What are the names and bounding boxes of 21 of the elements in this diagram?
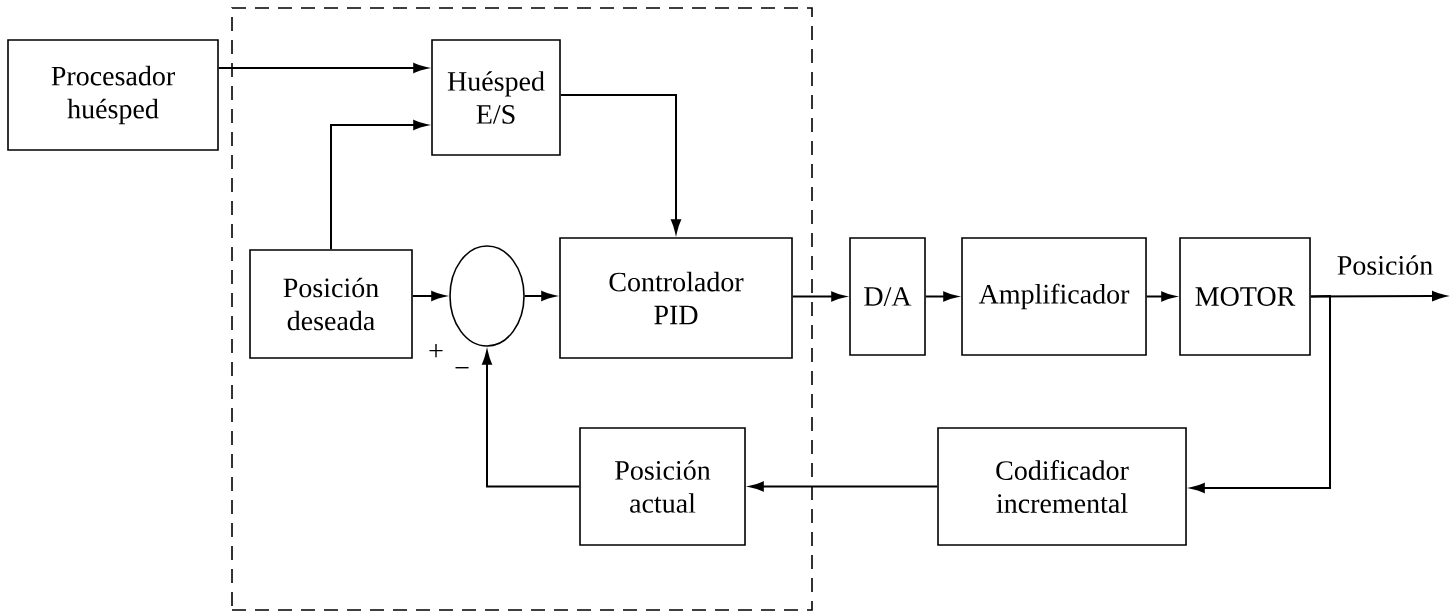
process-box: D/A: [849, 237, 926, 356]
arrow: [559, 94, 681, 234]
edge-label: Posición: [1334, 253, 1436, 277]
process-box: Posición actual: [579, 427, 746, 546]
arrow: [330, 120, 428, 251]
arrow: [523, 291, 556, 301]
process-box: Procesador huésped: [7, 39, 219, 151]
process-box: Controlador PID: [559, 237, 793, 359]
dashed-boundary: [231, 7, 813, 611]
summing-junction: [449, 245, 525, 347]
process-box: Posición deseada: [249, 249, 413, 359]
process-box: MOTOR: [1179, 237, 1311, 356]
sign-label: +: [429, 344, 443, 358]
arrow: [482, 350, 581, 488]
arrow: [411, 291, 446, 301]
sign-label: −: [455, 367, 469, 369]
arrow: [1190, 294, 1331, 493]
process-box: Huésped E/S: [431, 39, 561, 156]
process-box: Codificador incremental: [937, 427, 1187, 546]
arrow: [217, 63, 428, 73]
process-box: Amplificador: [961, 237, 1147, 356]
